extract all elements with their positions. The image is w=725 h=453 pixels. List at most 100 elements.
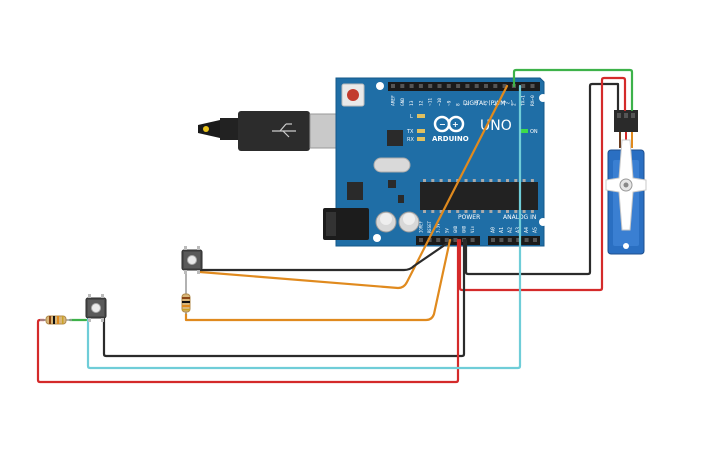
resistor-band xyxy=(62,316,64,324)
analog-pin-label: A5 xyxy=(533,227,539,233)
wire-red-servo-5v[interactable] xyxy=(458,76,627,292)
pushbutton-leg xyxy=(88,294,91,298)
wire-black-button1[interactable] xyxy=(198,238,454,272)
digital-pin[interactable] xyxy=(502,84,507,88)
digital-pin[interactable] xyxy=(418,84,423,88)
resistor-1[interactable] xyxy=(181,274,191,314)
analog-pin[interactable] xyxy=(507,238,512,242)
logo-minus-glyph: − xyxy=(439,120,446,129)
usb-symbol-icon xyxy=(272,123,296,138)
servo-connector-slot xyxy=(624,113,628,118)
analog-pin[interactable] xyxy=(491,238,495,242)
pushbutton-leg xyxy=(197,270,200,274)
wire-green-servo-signal[interactable] xyxy=(512,68,634,112)
servo-horn-screw xyxy=(623,182,629,188)
analog-pin[interactable] xyxy=(524,238,529,242)
chip-pin xyxy=(514,210,518,213)
digital-pin[interactable] xyxy=(521,84,526,88)
chip-pin xyxy=(530,210,534,213)
wire-black-servo-gnd[interactable] xyxy=(464,82,620,276)
capacitor-top xyxy=(380,213,392,225)
atmega-chip xyxy=(420,182,538,210)
wire-cyan-button2-signal[interactable] xyxy=(86,84,522,370)
power-pin[interactable] xyxy=(436,238,441,242)
usb-cable[interactable] xyxy=(198,111,343,151)
crystal-oscillator xyxy=(373,157,411,173)
servo-connector-slot xyxy=(617,113,621,118)
power-label: POWER xyxy=(458,214,480,221)
chip-pin xyxy=(489,210,493,213)
pushbutton-leg xyxy=(184,246,187,250)
chip-pin xyxy=(447,210,451,213)
power-pin[interactable] xyxy=(453,238,458,242)
resistor-2[interactable] xyxy=(40,315,72,325)
digital-header xyxy=(388,82,540,91)
pushbutton-leg xyxy=(88,318,91,322)
digital-pin[interactable] xyxy=(493,84,498,88)
pushbutton-leg xyxy=(197,246,200,250)
digital-pin-label: 7 xyxy=(465,103,471,106)
chip-pin xyxy=(481,210,485,213)
digital-pin[interactable] xyxy=(400,84,405,88)
chip-pin xyxy=(456,210,460,213)
power-pin[interactable] xyxy=(419,238,423,242)
chip-pin xyxy=(464,179,468,182)
brand-label: ARDUINO xyxy=(432,135,469,143)
power-pin[interactable] xyxy=(444,238,449,242)
power-pin-label: Vin xyxy=(470,225,475,233)
digital-pin-label: 2 xyxy=(511,103,517,106)
chip-pin xyxy=(497,210,501,213)
power-pin-label: 5V xyxy=(444,228,449,233)
analog-pin[interactable] xyxy=(533,238,537,242)
analog-pin[interactable] xyxy=(499,238,504,242)
power-pin-label: RESET xyxy=(427,220,432,233)
pushbutton-1[interactable] xyxy=(181,246,203,274)
digital-pin[interactable] xyxy=(428,84,433,88)
chip-pin xyxy=(464,210,468,213)
digital-pin[interactable] xyxy=(391,84,395,88)
digital-pin-label: ~3 xyxy=(502,100,508,106)
digital-pin-label: 8 xyxy=(456,103,462,106)
mounting-hole xyxy=(539,94,547,102)
small-component xyxy=(388,180,396,188)
digital-pin[interactable] xyxy=(456,84,461,88)
digital-pin[interactable] xyxy=(409,84,414,88)
mounting-hole xyxy=(376,82,384,90)
on-led xyxy=(521,129,528,133)
analog-pin[interactable] xyxy=(516,238,521,242)
chip-pin xyxy=(522,210,526,213)
wire-black-button2[interactable] xyxy=(102,238,466,358)
digital-pin-label: RX←0 xyxy=(530,95,536,106)
digital-pin-label: ~6 xyxy=(474,100,480,106)
digital-pin-label: ~5 xyxy=(484,100,490,106)
pushbutton-cap xyxy=(187,255,197,265)
digital-pin-label: 13 xyxy=(409,100,415,106)
voltage-regulator xyxy=(347,182,363,200)
digital-pin[interactable] xyxy=(465,84,470,88)
digital-pin[interactable] xyxy=(474,84,479,88)
chip-pin xyxy=(447,179,451,182)
led-l-label: L xyxy=(410,114,413,120)
digital-pin[interactable] xyxy=(437,84,442,88)
micro-servo[interactable] xyxy=(605,110,647,255)
digital-pin[interactable] xyxy=(484,84,488,88)
chip-pin xyxy=(489,179,493,182)
small-component xyxy=(398,195,404,203)
chip-pin xyxy=(497,179,501,182)
chip-pin xyxy=(481,179,485,182)
wire-orange-button1[interactable] xyxy=(198,84,509,290)
servo-connector-slot xyxy=(631,113,635,118)
analog-pins xyxy=(491,238,537,242)
power-pin[interactable] xyxy=(470,238,475,242)
digital-pin[interactable] xyxy=(446,84,451,88)
wire-red-resistor2-5v[interactable] xyxy=(36,238,460,384)
pushbutton-2[interactable] xyxy=(85,294,107,322)
on-label: ON xyxy=(530,129,538,135)
resistor-band xyxy=(182,297,190,299)
analog-header xyxy=(488,236,540,245)
wire-orange-button2[interactable] xyxy=(184,238,452,322)
digital-pin[interactable] xyxy=(530,84,535,88)
digital-pin-label: AREF xyxy=(391,95,397,106)
